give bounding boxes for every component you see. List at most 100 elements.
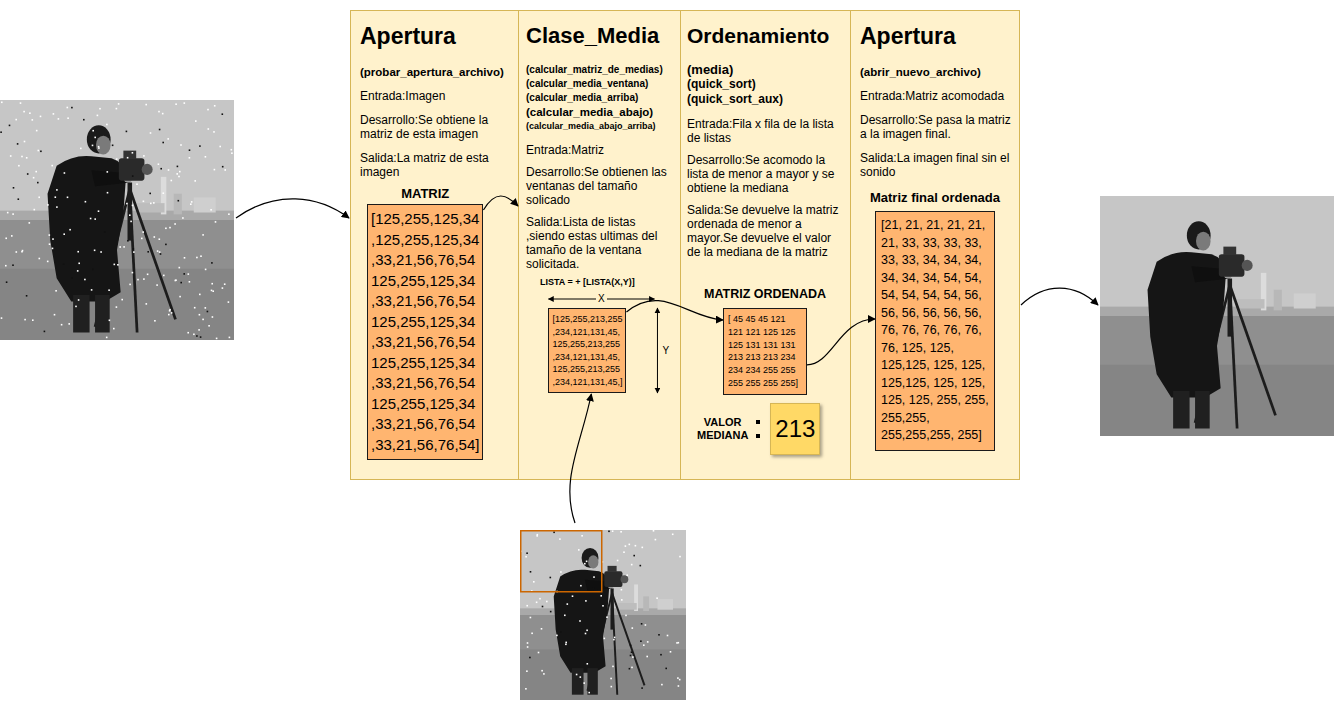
noise-dot	[126, 131, 128, 133]
noise-dot	[69, 229, 71, 231]
noise-dot	[565, 644, 567, 646]
noise-dot	[108, 289, 110, 291]
noise-dot	[68, 323, 70, 325]
noise-dot	[58, 118, 60, 120]
noise-dot	[560, 571, 562, 573]
noise-dot	[529, 657, 531, 659]
noise-dot	[132, 152, 134, 154]
matrix-node: MATRIZ[125,255,125,34 ,125,255,125,34 ,3…	[367, 186, 483, 460]
noise-dot	[606, 616, 608, 618]
noise-dot	[207, 311, 209, 313]
noise-dot	[71, 277, 73, 279]
step-text: Salida:Lista de listas ,siendo estas ult…	[526, 215, 675, 271]
noise-dot	[196, 335, 198, 337]
noise-dot	[163, 192, 165, 194]
column-title: Clase_Media	[526, 23, 675, 49]
noise-dot	[212, 316, 214, 318]
noise-dot	[119, 246, 121, 248]
noise-dot	[175, 280, 177, 282]
noise-dot	[612, 530, 614, 532]
noise-dot	[20, 102, 22, 104]
noise-dot	[159, 238, 161, 240]
matrix-values: [ 45 45 45 121 121 121 125 125 125 131 1…	[728, 313, 802, 390]
noise-dot	[641, 623, 643, 625]
noise-dot	[179, 171, 181, 173]
matrix-heading: LISTA = + [LISTA(X,Y)]	[540, 277, 635, 288]
noise-dot	[560, 631, 562, 633]
connector-arrow	[626, 301, 723, 320]
noise-dot	[38, 197, 40, 199]
noise-dot	[661, 684, 663, 686]
noise-dot	[39, 258, 41, 260]
noise-dot	[159, 251, 161, 253]
noise-dot	[631, 667, 633, 669]
noise-dot	[98, 146, 100, 148]
noise-dot	[195, 120, 197, 122]
noise-dot	[567, 603, 569, 605]
noise-dot	[18, 198, 20, 200]
noise-dot	[617, 560, 619, 562]
noise-dot	[631, 564, 633, 566]
noise-dot	[67, 197, 69, 199]
noise-dot	[672, 534, 674, 536]
noise-dot	[85, 201, 87, 203]
noise-dot	[130, 184, 132, 186]
noise-dot	[525, 556, 527, 558]
noise-dot	[16, 251, 18, 253]
noise-dot	[5, 265, 7, 267]
noise-dot	[600, 595, 602, 597]
noise-dot	[133, 248, 135, 250]
noise-dot	[205, 156, 207, 158]
step-text: Entrada:Matriz	[526, 143, 675, 157]
noise-dot	[94, 137, 96, 139]
noise-dot	[126, 203, 128, 205]
noise-dot	[98, 210, 100, 212]
noise-dot	[116, 158, 118, 160]
noise-dot	[586, 630, 588, 632]
noise-dot	[208, 325, 210, 327]
noise-dot	[530, 571, 532, 573]
noise-dot	[49, 234, 51, 236]
noise-dot	[32, 319, 34, 321]
noise-dot	[77, 270, 79, 272]
noise-dot	[641, 687, 643, 689]
process-column: Apertura(abrir_nuevo_archivo)Entrada:Mat…	[850, 10, 1020, 480]
noise-dot	[679, 556, 681, 558]
noise-dot	[63, 233, 65, 235]
noise-dot	[99, 108, 101, 110]
noise-dot	[156, 284, 158, 286]
bullet-gap	[748, 414, 770, 444]
noise-dot	[538, 652, 540, 654]
noise-dot	[586, 561, 588, 563]
noise-dot	[6, 281, 8, 283]
noise-layer	[0, 102, 232, 340]
noise-dot	[107, 171, 109, 173]
noise-dot	[150, 132, 152, 134]
noise-dot	[109, 320, 111, 322]
noise-dot	[526, 552, 528, 554]
noise-dot	[116, 108, 118, 110]
noise-dot	[176, 173, 178, 175]
noise-dot	[632, 627, 634, 629]
matrix-values: [125,255,125,34 ,125,255,125,34 ,33,21,5…	[371, 209, 479, 455]
noise-dot	[222, 113, 224, 115]
noise-dot	[92, 145, 94, 147]
noise-dot	[136, 183, 138, 185]
noise-dot	[543, 673, 545, 675]
noise-dot	[146, 303, 148, 305]
noise-dot	[587, 663, 589, 665]
noise-dot	[127, 157, 129, 159]
noise-dot	[184, 102, 186, 104]
noise-dot	[199, 294, 201, 296]
noise-dot	[114, 264, 116, 266]
noise-dot	[117, 264, 119, 266]
noise-dot	[169, 227, 171, 229]
step-text: Desarrollo:Se pasa la matriz a la imagen…	[860, 113, 1014, 141]
noise-dot	[160, 253, 162, 255]
noise-dot	[527, 646, 529, 648]
noise-dot	[593, 587, 595, 589]
matrix-box: [125,255,125,34 ,125,255,125,34 ,33,21,5…	[367, 204, 483, 460]
function-name: (media)	[687, 62, 845, 77]
function-name: (quick_sort_aux)	[687, 92, 845, 107]
noise-dot	[183, 273, 185, 275]
